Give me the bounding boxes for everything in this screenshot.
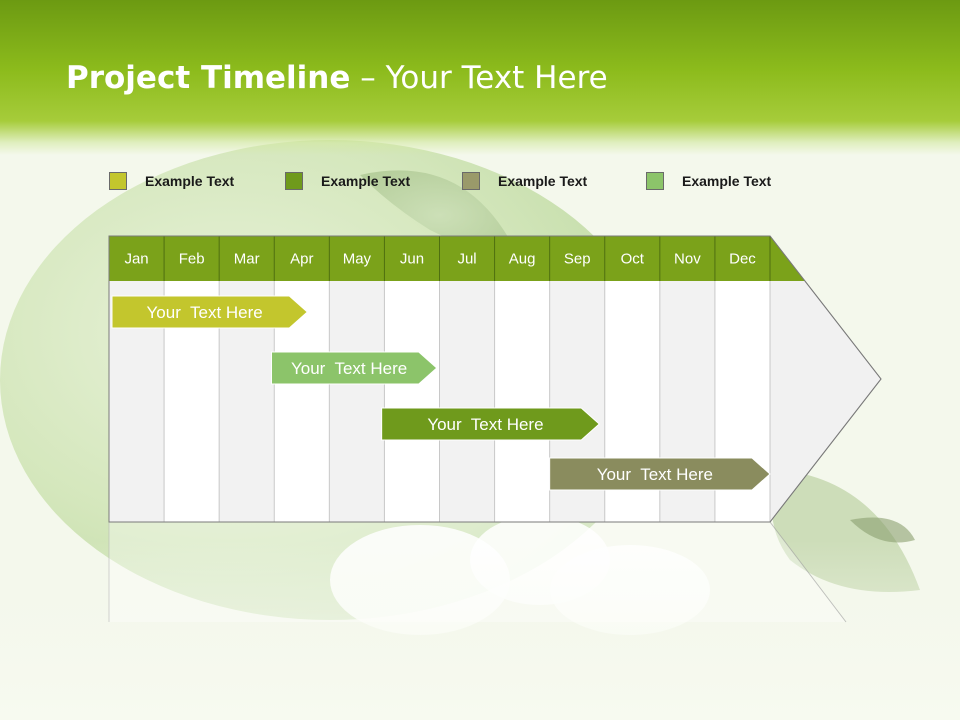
legend-item-1: Example Text [109, 170, 234, 192]
task-label-2: Your Text Here [291, 359, 407, 378]
legend-label-1: Example Text [145, 173, 235, 189]
month-column-may [329, 281, 385, 522]
task-label-4: Your Text Here [597, 465, 713, 484]
legend-label-4: Example Text [682, 173, 772, 189]
task-bar-4 [549, 457, 771, 491]
slide-title-rest: – Your Text Here [350, 60, 608, 96]
task-bar-2 [270, 351, 438, 385]
task-bar-1 [111, 295, 309, 329]
month-label-oct: Oct [621, 251, 645, 268]
month-column-aug [494, 281, 550, 522]
legend-label-2: Example Text [321, 173, 411, 189]
legend-label-3: Example Text [498, 173, 588, 189]
title-banner [0, 0, 960, 155]
timeline-reflection [109, 522, 846, 622]
month-label-jan: Jan [124, 251, 148, 268]
month-label-nov: Nov [674, 251, 701, 268]
slide-title: Project Timeline – Your Text Here [66, 60, 608, 96]
month-label-feb: Feb [179, 251, 205, 268]
month-label-jul: Jul [457, 251, 476, 268]
legend-swatch-3 [462, 172, 480, 190]
task-label-3: Your Text Here [427, 415, 543, 434]
slide-title-bold: Project Timeline [66, 60, 351, 96]
month-column-jul [439, 281, 495, 522]
month-label-jun: Jun [400, 251, 424, 268]
legend-swatch-4 [646, 172, 664, 190]
month-label-may: May [343, 251, 372, 268]
month-label-sep: Sep [564, 251, 591, 268]
legend-swatch-1 [109, 172, 127, 190]
timeline-arrow-outline [108, 235, 882, 523]
legend-item-4: Example Text [646, 170, 771, 192]
month-column-jun [384, 281, 440, 522]
legend-item-3: Example Text [462, 170, 587, 192]
month-label-dec: Dec [729, 251, 756, 268]
month-label-apr: Apr [290, 251, 313, 268]
legend-item-2: Example Text [285, 170, 410, 192]
task-label-1: Your Text Here [147, 303, 263, 322]
month-label-mar: Mar [234, 251, 260, 268]
month-label-aug: Aug [509, 251, 536, 268]
month-header-band [109, 236, 805, 281]
reflection-edge-right [769, 521, 847, 623]
legend-swatch-2 [285, 172, 303, 190]
task-bar-3 [381, 407, 600, 441]
